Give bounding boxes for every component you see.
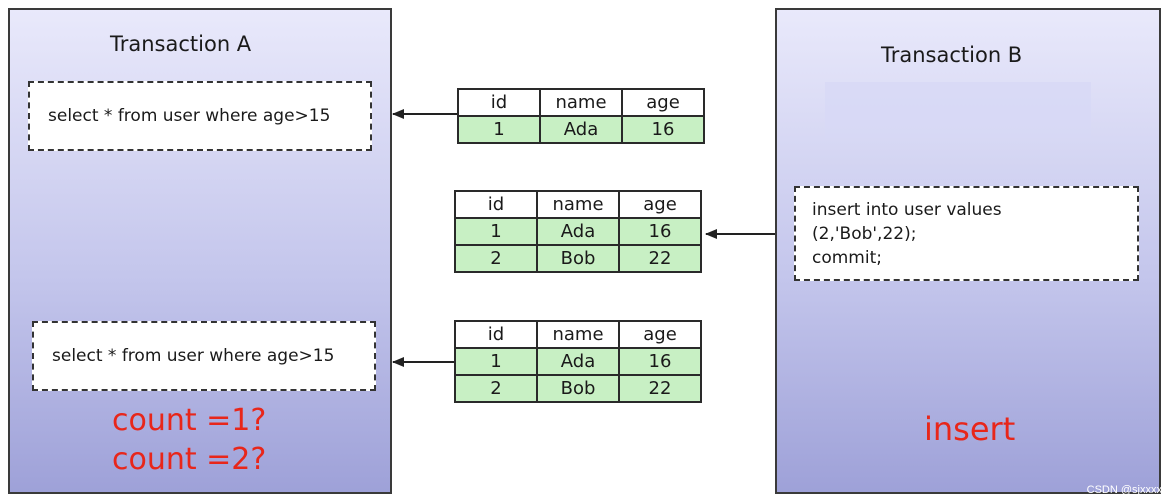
header-age: age (621, 88, 705, 117)
insert-line-1: insert into user values (812, 199, 1002, 220)
cell-name: Ada (536, 217, 620, 246)
table-header-row: id name age (454, 320, 702, 349)
header-id: id (457, 88, 541, 117)
header-age: age (618, 190, 702, 219)
header-id: id (454, 320, 538, 349)
cell-id: 1 (454, 217, 538, 246)
header-name: name (539, 88, 623, 117)
select-query-2-text: select * from user where age>15 (52, 346, 335, 366)
table-header-row: id name age (454, 190, 702, 219)
result-table-1: id name age 1 Ada 16 (457, 88, 705, 144)
table-row: 1 Ada 16 (454, 217, 702, 246)
table-row: 2 Bob 22 (454, 244, 702, 273)
cell-name: Bob (536, 374, 620, 403)
header-name: name (536, 320, 620, 349)
table-row: 2 Bob 22 (454, 374, 702, 403)
select-query-box-2: select * from user where age>15 (32, 321, 376, 391)
transaction-b-panel: Transaction B insert into user values (2… (775, 8, 1161, 494)
table-row: 1 Ada 16 (454, 347, 702, 376)
insert-line-2: (2,'Bob',22); (812, 223, 917, 244)
cell-id: 2 (454, 374, 538, 403)
table-row: 1 Ada 16 (457, 115, 705, 144)
select-query-1-text: select * from user where age>15 (48, 106, 331, 126)
header-id: id (454, 190, 538, 219)
cell-name: Bob (536, 244, 620, 273)
table-header-row: id name age (457, 88, 705, 117)
result-table-2: id name age 1 Ada 16 2 Bob 22 (454, 190, 702, 273)
cell-name: Ada (539, 115, 623, 144)
header-age: age (618, 320, 702, 349)
blurred-region (825, 82, 1091, 138)
cell-age: 22 (618, 374, 702, 403)
cell-id: 1 (454, 347, 538, 376)
count-question-1: count =1? (112, 403, 267, 438)
insert-statement-box: insert into user values (2,'Bob',22); co… (794, 186, 1139, 281)
result-table-3: id name age 1 Ada 16 2 Bob 22 (454, 320, 702, 403)
cell-name: Ada (536, 347, 620, 376)
header-name: name (536, 190, 620, 219)
transaction-b-title: Transaction B (881, 43, 1023, 67)
cell-age: 16 (618, 217, 702, 246)
watermark: CSDN @sjxxxx (1086, 484, 1162, 496)
insert-line-3: commit; (812, 247, 882, 268)
cell-age: 16 (618, 347, 702, 376)
cell-age: 22 (618, 244, 702, 273)
cell-age: 16 (621, 115, 705, 144)
transaction-a-panel: Transaction A select * from user where a… (8, 8, 392, 494)
cell-id: 1 (457, 115, 541, 144)
count-question-2: count =2? (112, 442, 267, 477)
cell-id: 2 (454, 244, 538, 273)
transaction-a-title: Transaction A (110, 32, 252, 56)
select-query-box-1: select * from user where age>15 (28, 81, 372, 151)
insert-label: insert (924, 410, 1016, 448)
